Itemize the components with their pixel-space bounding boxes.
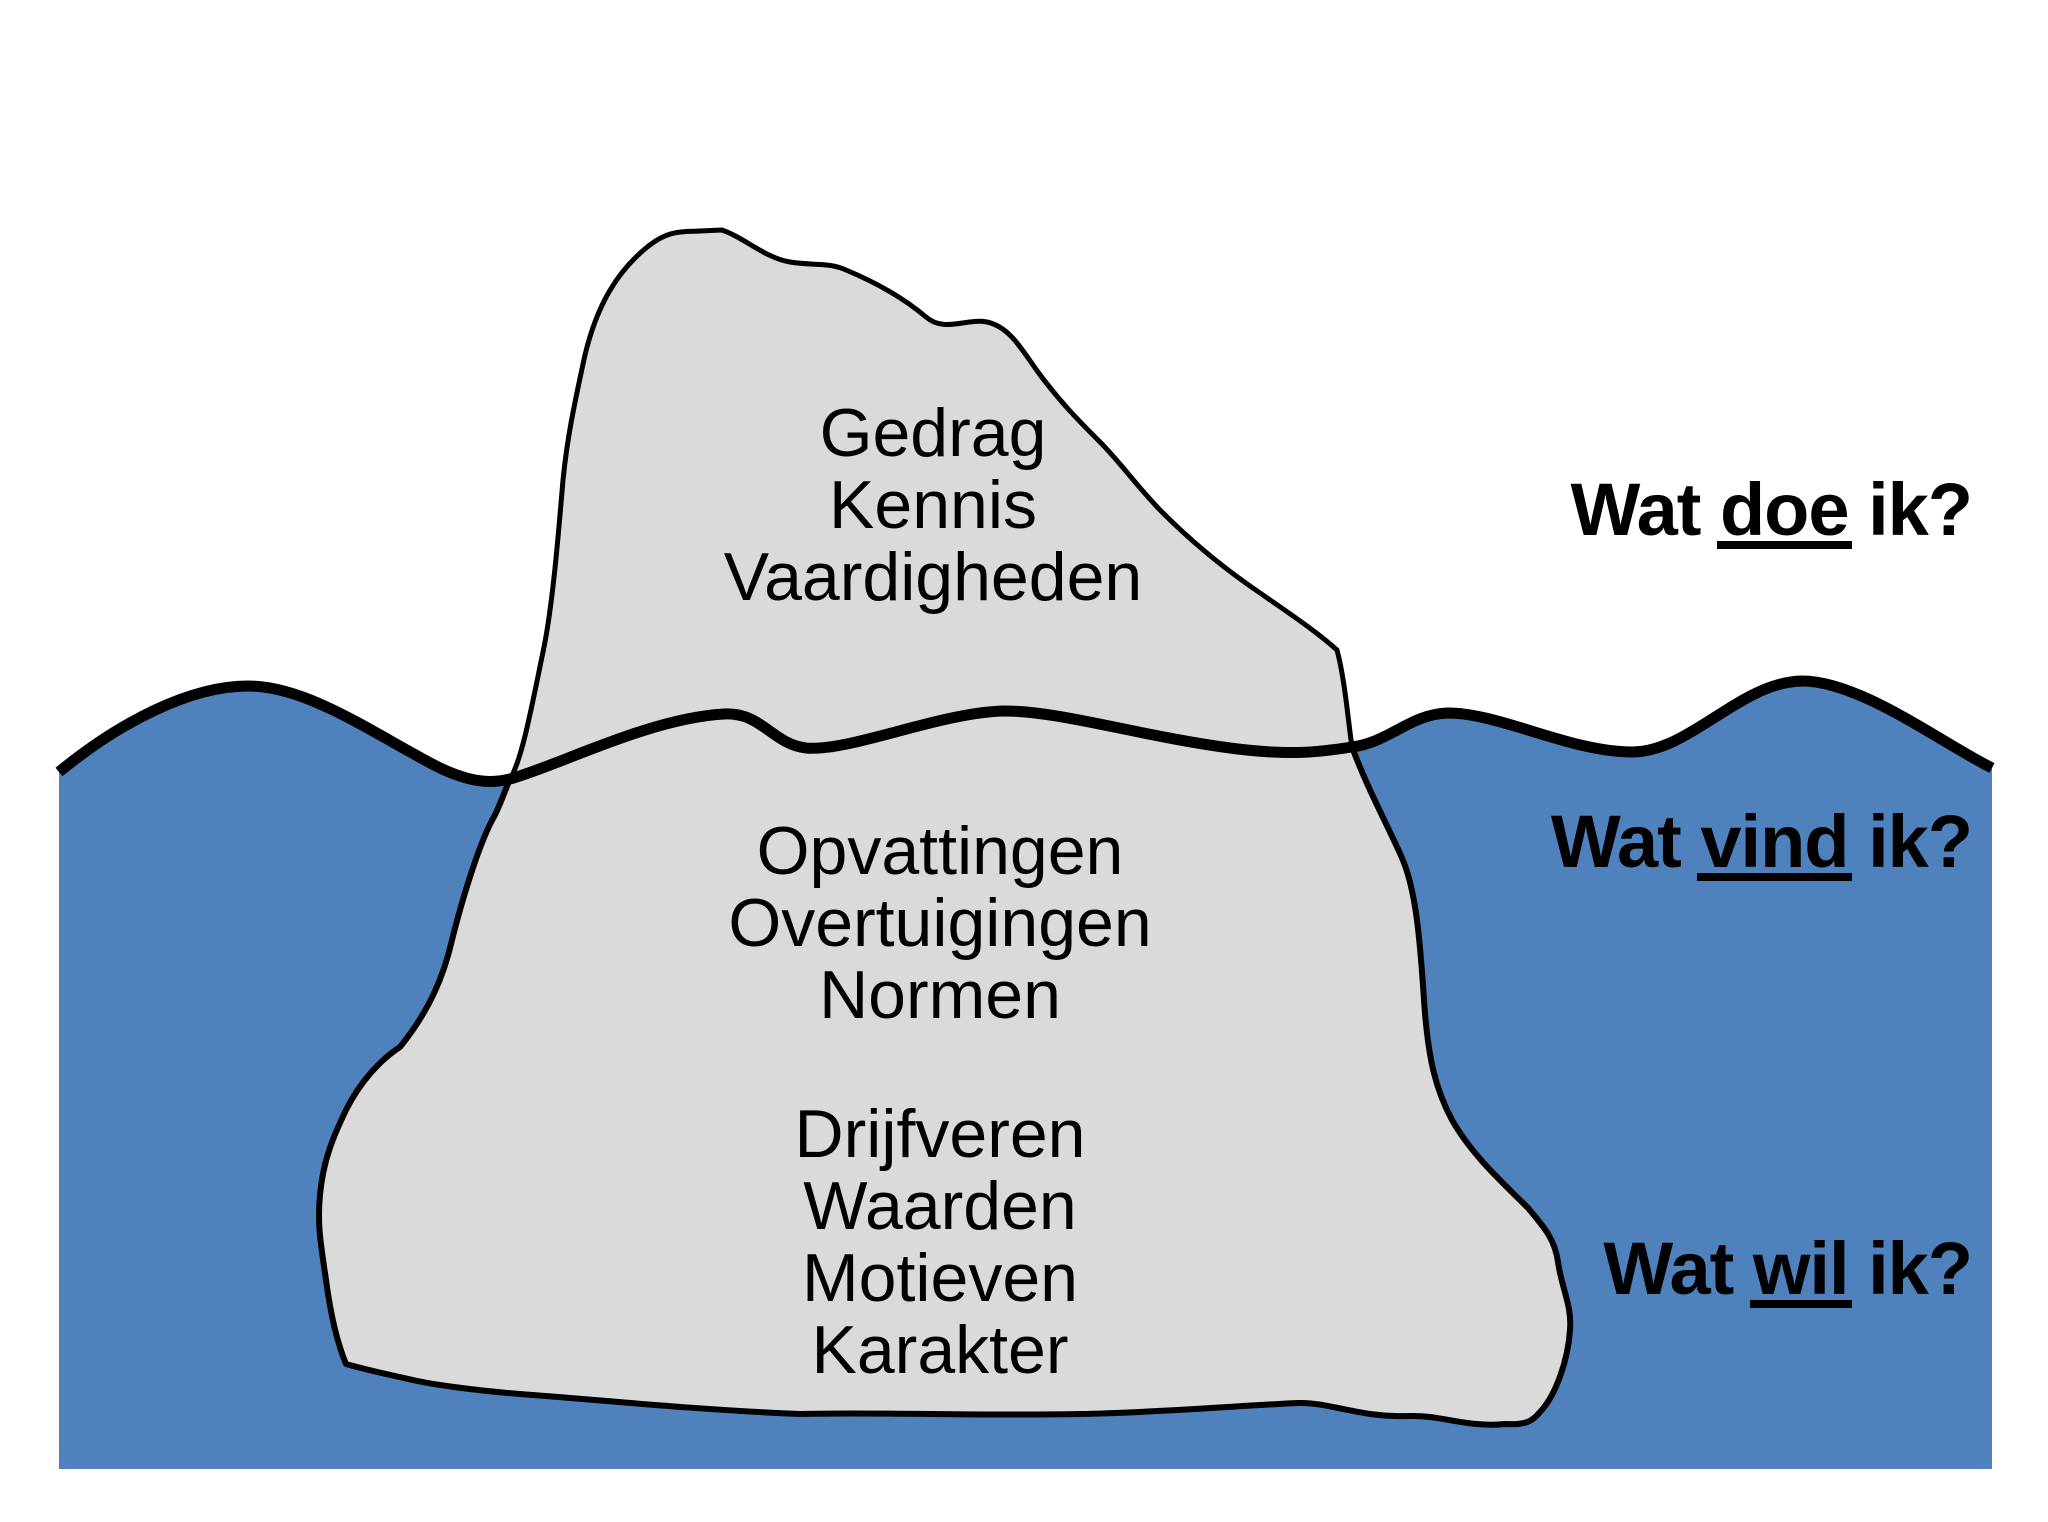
question-prefix: Wat [1570,468,1720,551]
iceberg-label: Drijfveren [794,1096,1086,1172]
deep-labels: Drijfveren Waarden Motieven Karakter [795,1098,1086,1386]
question-prefix: Wat [1550,800,1701,883]
waterline [55,675,1995,787]
iceberg-label: Motieven [802,1240,1078,1316]
question-keyword: vind [1700,800,1849,883]
iceberg-label: Kennis [829,467,1037,543]
above-water-labels: Gedrag Kennis Vaardigheden [724,397,1142,613]
question-prefix: Wat [1603,1227,1753,1310]
question-suffix: ik? [1848,468,1973,551]
iceberg-label: Karakter [811,1312,1069,1388]
question-suffix: ik? [1848,800,1973,883]
question-keyword: wil [1752,1227,1850,1310]
iceberg-label: Waarden [803,1168,1077,1244]
iceberg-label: Normen [819,957,1061,1033]
iceberg-label: Overtuigingen [728,885,1152,961]
iceberg-label: Opvattingen [756,813,1124,889]
question-vind: Wat vind ik? [1550,800,1973,883]
iceberg-label: Gedrag [819,395,1047,471]
question-doe: Wat doe ik? [1570,468,1973,551]
middle-labels: Opvattingen Overtuigingen Normen [728,815,1151,1031]
question-keyword: doe [1719,468,1850,551]
iceberg-label: Vaardigheden [723,539,1143,615]
question-suffix: ik? [1848,1227,1973,1310]
question-wil: Wat wil ik? [1603,1227,1973,1310]
